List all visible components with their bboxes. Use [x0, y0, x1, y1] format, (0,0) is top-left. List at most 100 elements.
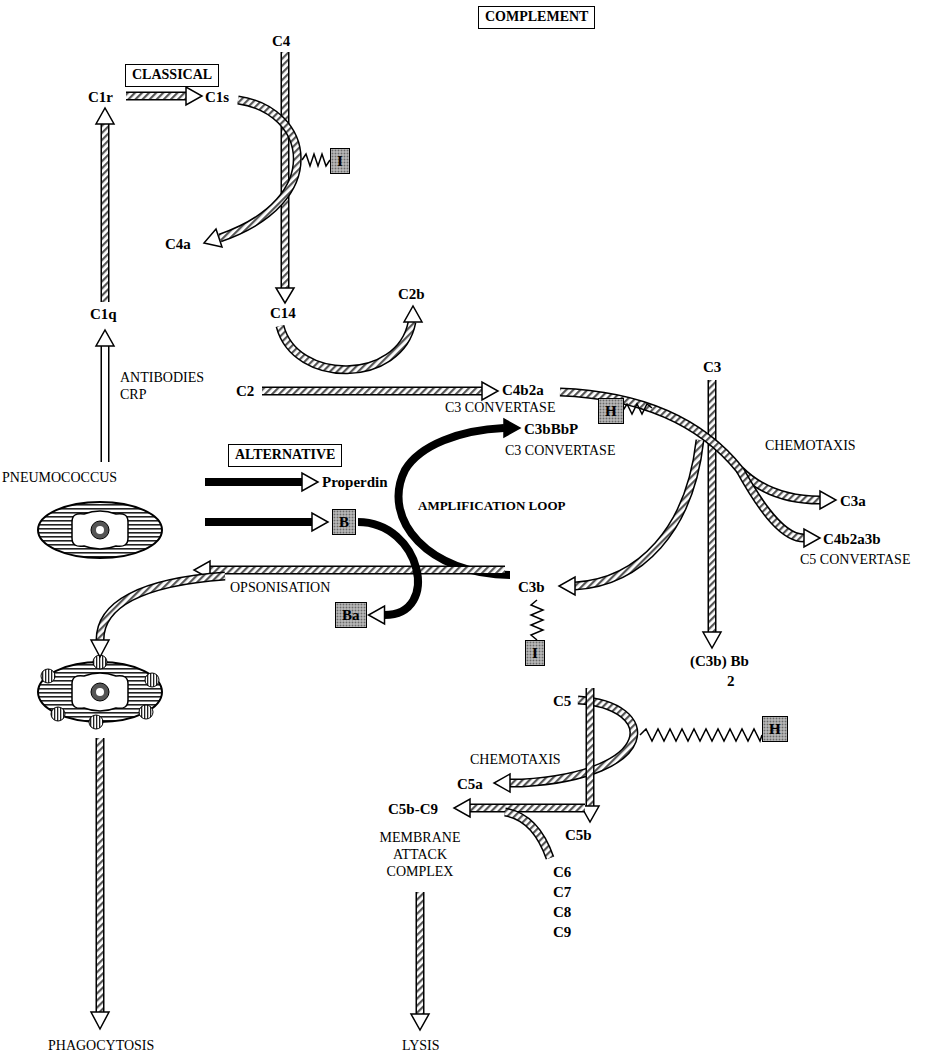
cascade-arrow [703, 632, 721, 648]
opsonisation-arrow [194, 561, 505, 579]
section-heading-box: ALTERNATIVE [228, 444, 342, 467]
amplification-arrow [399, 419, 520, 575]
activation-arrow [205, 473, 318, 491]
inhibitor-spring [622, 404, 652, 414]
cleavage-arc [404, 306, 422, 322]
cascade-arrow [482, 382, 498, 400]
pathway-label: C14 [270, 304, 296, 322]
opsonised-pneumococcus [91, 683, 109, 701]
opsonisation-arrow [91, 576, 225, 657]
pathway-label: PNEUMOCOCCUS [2, 470, 117, 487]
node-text: I [532, 644, 538, 662]
pathway-label: C3b [518, 578, 545, 596]
phagocytosis-arrow [96, 738, 105, 1012]
cleavage-arc [575, 440, 700, 586]
connector-line [358, 522, 418, 615]
pathway-label: MEMBRANE ATTACK COMPLEX [380, 830, 461, 880]
cleavage-arc [280, 322, 412, 370]
cascade-arrow [276, 288, 294, 303]
node-text: H [769, 720, 781, 738]
opsonised-pneumococcus [41, 669, 55, 683]
phagocytosis-arrow [91, 738, 109, 1029]
cascade-arrow [282, 52, 288, 288]
cascade-arrow [709, 380, 715, 632]
cascade-arrow [96, 108, 114, 124]
node-text: B [339, 513, 349, 531]
cascade-arrow [186, 87, 202, 105]
cascade-arrow [126, 93, 186, 99]
activation-arrow [205, 518, 312, 526]
cascade-arrow [586, 688, 595, 806]
cleavage-arc [204, 100, 297, 247]
node-text: CLASSICAL [132, 67, 212, 84]
cleavage-arc [494, 774, 510, 792]
inhibitor-box: I [525, 640, 545, 666]
lysis-arrow [417, 892, 423, 1014]
pneumococcus-cell [91, 521, 109, 539]
inhibitor-spring [640, 729, 762, 741]
cleavage-connector [358, 522, 418, 624]
inhibitor-box: I [330, 148, 350, 174]
cleavage-arc [804, 529, 820, 547]
cleavage-arc [280, 306, 422, 370]
pathway-label: C3bBbP [524, 420, 578, 438]
opsonisation-arrow [100, 576, 225, 640]
opsonisation-arrow [210, 567, 505, 573]
pneumococcus-cell [38, 502, 162, 558]
pathway-label: C5a [457, 775, 483, 793]
cascade-arrow [126, 87, 202, 105]
activation-arrow [96, 330, 114, 462]
cleavage-arc [740, 470, 804, 538]
phagocytosis-arrow [97, 738, 103, 1012]
opsonisation-arrow [210, 566, 505, 575]
pathway-label: C3 [703, 358, 721, 376]
pathway-label: ANTIBODIES CRP [120, 370, 204, 404]
activation-arrow [302, 473, 318, 491]
node-text: Ba [342, 606, 360, 624]
opsonised-pneumococcus [51, 707, 65, 721]
pathway-label: C5 CONVERTASE [800, 552, 910, 569]
cascade-arrow [262, 382, 498, 400]
cleavage-arc [494, 700, 634, 792]
pathway-label: Properdin [322, 473, 388, 491]
pneumococcus-cell [72, 511, 128, 549]
lysis-arrow [411, 892, 429, 1030]
pathway-label: C5b [565, 826, 592, 844]
pathway-label: LYSIS [402, 1038, 440, 1055]
cascade-arrow [454, 799, 470, 817]
inhibitor-spring [531, 600, 543, 640]
cascade-arrow [262, 387, 482, 396]
phagocytosis-arrow [91, 1012, 109, 1029]
cleavage-arc [559, 577, 575, 595]
opsonised-pneumococcus [89, 715, 103, 729]
node-text: I [337, 152, 343, 170]
lysis-arrow [411, 1014, 429, 1030]
activation-arrow [96, 330, 114, 346]
cascade-arrow [581, 688, 599, 822]
inhibitor-box: B [332, 509, 356, 535]
inhibitor-box: H [598, 398, 624, 424]
pathway-label: C1s [205, 88, 229, 106]
cascade-arrow [281, 52, 290, 288]
cleavage-arc [559, 440, 700, 595]
inhibitor-spring [302, 154, 330, 166]
opsonised-pneumococcus [96, 688, 104, 696]
opsonised-pneumococcus [72, 673, 128, 711]
pathway-label: C4b2a3b [823, 530, 881, 548]
node-text: H [605, 402, 617, 420]
pathway-label: C5b-C9 [388, 800, 438, 818]
pathway-label: (C3b) Bb [690, 652, 749, 670]
pathway-label: C3a [840, 492, 866, 510]
pathway-label: C3 CONVERTASE [445, 400, 555, 417]
cleavage-arc [820, 491, 836, 509]
activation-arrow [205, 513, 328, 531]
opsonised-pneumococcus [139, 705, 153, 719]
pneumococcus-cell [96, 526, 104, 534]
merge-curve [505, 812, 550, 858]
opsonised-pneumococcus [38, 655, 162, 729]
section-heading-box: CLASSICAL [125, 64, 219, 87]
cleavage-arc [220, 100, 297, 238]
pathway-label: C3 CONVERTASE [505, 443, 615, 460]
